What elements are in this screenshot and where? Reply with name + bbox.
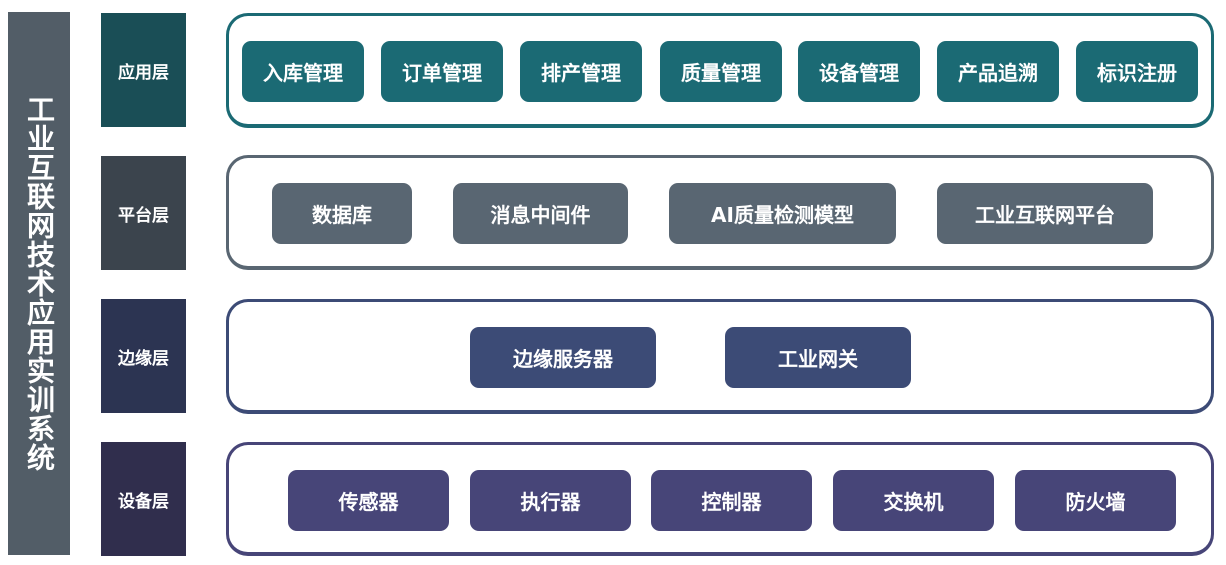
chip-industrial-gateway: 工业网关	[725, 327, 911, 388]
chip-switch: 交换机	[833, 470, 994, 531]
chip-controller: 控制器	[651, 470, 812, 531]
layer-label-application: 应用层	[101, 13, 186, 127]
chip-iiot-platform: 工业互联网平台	[937, 183, 1153, 244]
chip-edge-server: 边缘服务器	[470, 327, 656, 388]
chip-inbound-management: 入库管理	[242, 41, 364, 102]
chip-message-middleware: 消息中间件	[453, 183, 628, 244]
layer-box-edge	[226, 299, 1214, 414]
chip-identifier-registration: 标识注册	[1076, 41, 1198, 102]
layer-label-device: 设备层	[101, 442, 186, 556]
system-title-bar: 工业互联网技术应用实训系统	[8, 12, 70, 555]
chip-equipment-management: 设备管理	[798, 41, 920, 102]
system-title: 工业互联网技术应用实训系统	[23, 95, 56, 472]
chip-quality-management: 质量管理	[660, 41, 782, 102]
chip-database: 数据库	[272, 183, 412, 244]
layer-label-platform: 平台层	[101, 156, 186, 270]
layer-label-edge: 边缘层	[101, 299, 186, 413]
chip-ai-quality-model: AI质量检测模型	[669, 183, 896, 244]
chip-firewall: 防火墙	[1015, 470, 1176, 531]
chip-scheduling-management: 排产管理	[520, 41, 642, 102]
chip-actuator: 执行器	[470, 470, 631, 531]
chip-sensor: 传感器	[288, 470, 449, 531]
chip-product-traceability: 产品追溯	[937, 41, 1059, 102]
chip-order-management: 订单管理	[381, 41, 503, 102]
